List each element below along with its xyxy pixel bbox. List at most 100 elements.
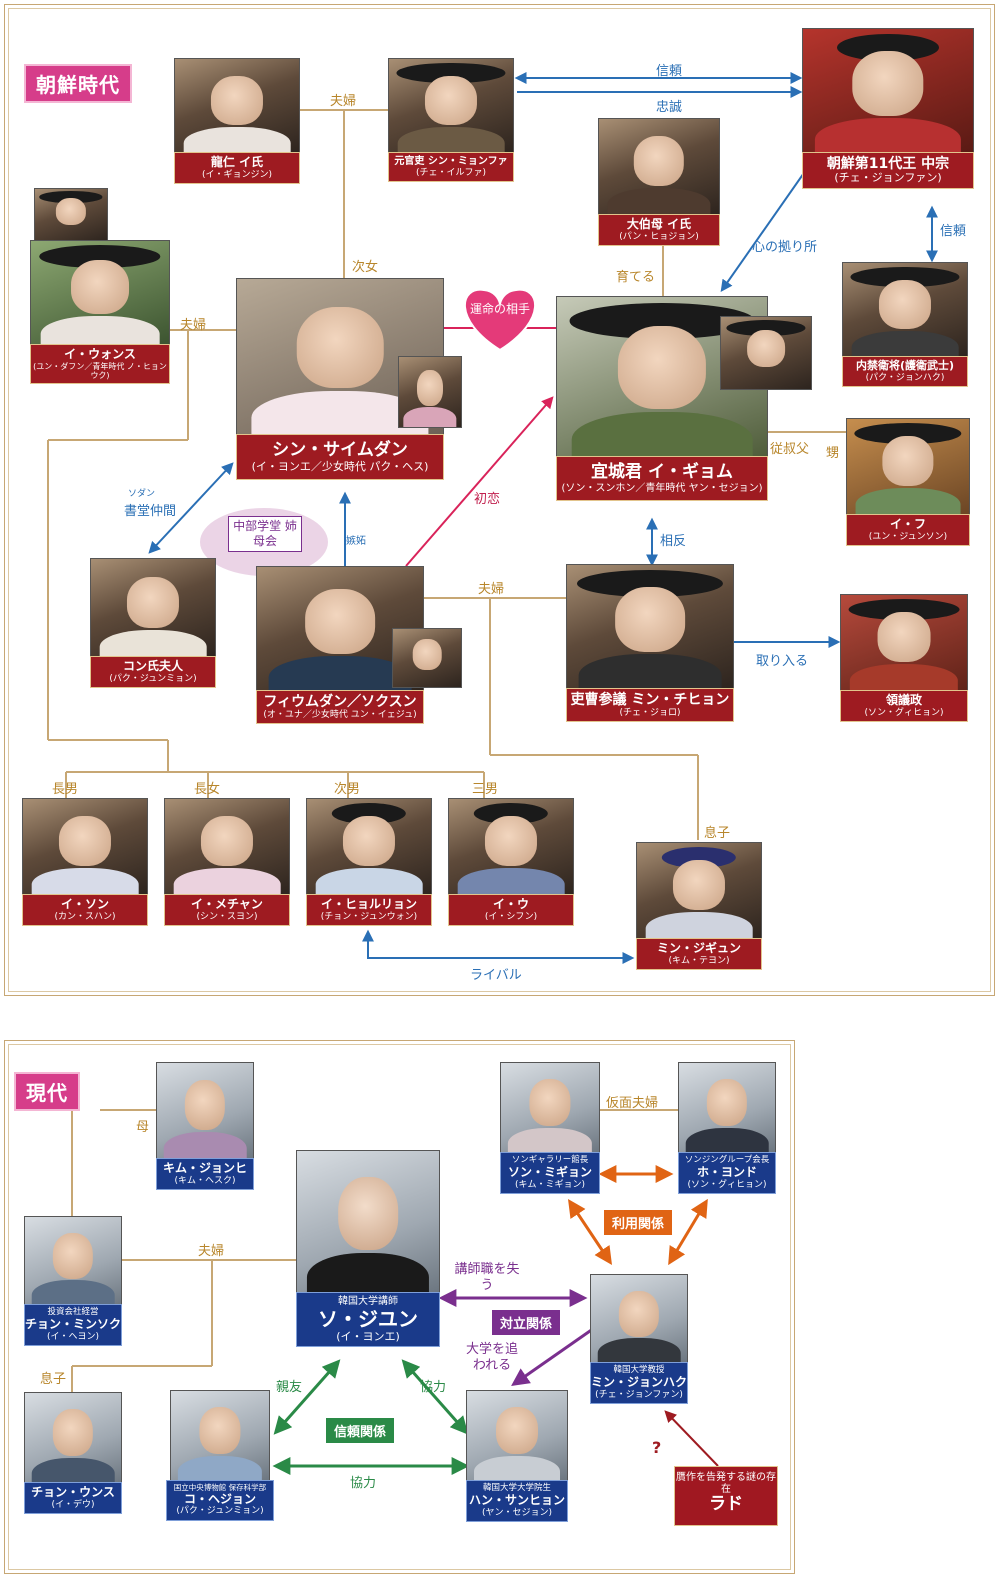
actor-min: (チェ・ジョロ) xyxy=(619,708,681,719)
rel-daigaku: 大学を追われる xyxy=(465,1342,518,1373)
photo-hoyd xyxy=(678,1062,776,1154)
photo-ihyeol xyxy=(306,798,432,896)
rel-chusei: 忠誠 xyxy=(656,100,683,115)
photo-iu xyxy=(448,798,574,896)
rel-shitto: 嫉妬 xyxy=(346,536,366,547)
rel-shinrai2: 信頼 xyxy=(940,224,967,239)
pre-sojiyun: 韓国大学講師 xyxy=(338,1296,398,1307)
rel-haha: 母 xyxy=(136,1120,150,1135)
name-woonsu: イ・ウォンス xyxy=(64,347,136,361)
rel-shinrai: 信頼 xyxy=(656,64,683,79)
label-kimjh: キム・ジョンヒ (キム・ヘスク) xyxy=(156,1158,254,1191)
label-imechan: イ・メチャン (シン・スヨン) xyxy=(164,894,290,927)
actor-iu: (イ・シフン) xyxy=(484,911,538,922)
label-guard: 内禁衛将(護衛武士) (パク・ジョンハク) xyxy=(842,356,968,387)
rel-musuko: 息子 xyxy=(704,826,731,841)
actor-kimjh: (キム・ヘスク) xyxy=(174,1175,236,1186)
label-woonsu: イ・ウォンス (ユン・ダフン／青年時代 ノ・ヒョンウク) xyxy=(30,344,170,385)
label-min: 吏曹参議 ミン・チヒョン (チェ・ジョロ) xyxy=(566,688,734,723)
actor-hwieum: (オ・ユナ／少女時代 ユン・イェジュ) xyxy=(263,710,417,721)
name-gyeom: 宜城君 イ・ギョム xyxy=(591,462,733,482)
label-iu: イ・ウ (イ・シフン) xyxy=(448,894,574,927)
photo-daebaek xyxy=(598,118,720,216)
photo-shin xyxy=(388,58,514,154)
label-yongin: 龍仁 イ氏 (イ・ギョンジン) xyxy=(174,152,300,185)
actor-gyeom: (ソン・スンホン／青年時代 ヤン・セジョン) xyxy=(561,482,763,494)
rel-chojo: 長女 xyxy=(194,782,221,797)
name-hwieum: フィウムダン／ソクスン xyxy=(263,694,417,710)
rel-jukushufu: 従叔父 xyxy=(770,442,810,457)
modern-badge: 現代 xyxy=(14,1072,80,1111)
name-jeongms: チョン・ミンソク xyxy=(25,1316,122,1331)
label-gyeom: 宜城君 イ・ギョム (ソン・スンホン／青年時代 ヤン・セジョン) xyxy=(556,456,768,502)
photo-gong xyxy=(90,558,216,658)
name-gong: コン氏夫人 xyxy=(122,659,183,673)
rel-jinan: 次男 xyxy=(334,782,361,797)
label-rado: 贋作を告発する謎の存在 ラド xyxy=(674,1466,778,1526)
pre-songmg: ソンギャラリー館長 xyxy=(511,1155,589,1165)
label-minjh: 韓国大学教授 ミン・ジョンハク (チェ・ジョンファン) xyxy=(590,1362,688,1404)
photo-sojiyun xyxy=(296,1150,440,1294)
photo-guard xyxy=(842,262,968,358)
actor-gong: (パク・ジュンミョン) xyxy=(109,673,197,684)
actor-ryeong: (ソン・グィヒョン) xyxy=(864,707,944,718)
actor-ihu: (ユン・ジュンソン) xyxy=(868,531,948,542)
label-jeongus: チョン・ウンス (イ・デウ) xyxy=(24,1482,122,1515)
actor-hoyd: (ソン・グィヒョン) xyxy=(687,1179,767,1190)
name-minjh: ミン・ジョンハク xyxy=(591,1374,688,1389)
rel-kamen: 仮面夫婦 xyxy=(606,1096,659,1111)
name-shin-line: 元官吏 シン・ミョンファ xyxy=(389,153,513,168)
actor-ihyeol: (チョン・ジュンウォン) xyxy=(320,911,418,922)
label-king: 朝鮮第11代王 中宗 (チェ・ジョンファン) xyxy=(802,152,974,189)
joseon-panel xyxy=(4,4,995,996)
modern-panel xyxy=(4,1040,795,1574)
rel-hatena: ? xyxy=(652,1438,662,1457)
name-songmg: ソン・ミギョン xyxy=(507,1164,592,1179)
rel-kokoro: 心の拠り所 xyxy=(752,240,818,255)
rel-rival: ライバル xyxy=(470,968,522,983)
name-min: 吏曹参議 ミン・チヒョン xyxy=(570,692,730,708)
label-ihu: イ・フ (ユン・ジュンソン) xyxy=(846,514,970,547)
actor-ison: (カン・スハン) xyxy=(54,911,116,922)
name-saimdang: シン・サイムダン xyxy=(272,440,408,460)
rel-toriiru: 取り入る xyxy=(756,654,809,669)
actor-songmg: (キム・ミギョン) xyxy=(514,1179,586,1190)
actor-jeongus: (イ・デウ) xyxy=(51,1499,95,1510)
photo-woonsu xyxy=(30,240,170,346)
rel-fufu2: 夫婦 xyxy=(180,318,207,333)
rel-fufu3: 夫婦 xyxy=(478,582,505,597)
actor-guard: (パク・ジョンハク) xyxy=(865,372,945,383)
rel-kyoryoku1: 協力 xyxy=(420,1380,447,1395)
name-sojiyun: ソ・ジユン xyxy=(318,1306,418,1331)
name-ihyeol: イ・ヒョルリョン xyxy=(320,897,417,911)
label-mingyun: ミン・ジギュン (キム・テヨン) xyxy=(636,938,762,971)
rel-sannan: 三男 xyxy=(472,782,499,797)
actor-imechan: (シン・スヨン) xyxy=(196,911,258,922)
pre-hoyd: ソンジングループ会長 xyxy=(684,1155,770,1165)
name-hansh: ハン・サンヒョン xyxy=(468,1492,565,1507)
photo-ison xyxy=(22,798,148,896)
box-riyou: 利用関係 xyxy=(604,1210,673,1235)
rel-chonan: 長男 xyxy=(52,782,79,797)
actor-saimdang: (イ・ヨンエ／少女時代 パク・ヘス) xyxy=(251,459,429,473)
name-daebaek: 大伯母 イ氏 xyxy=(626,217,692,231)
name-mingyun: ミン・ジギュン xyxy=(656,941,741,955)
actor-minjh: (チェ・ジョンファン) xyxy=(595,1389,683,1400)
actor-woonsu: (ユン・ダフン／青年時代 ノ・ヒョンウク) xyxy=(33,361,167,380)
photo-ihu xyxy=(846,418,970,516)
rel-koushi: 講師職を失う xyxy=(454,1262,520,1293)
photo-woonsu-young xyxy=(34,188,108,242)
photo-gyeom-young xyxy=(720,316,812,390)
photo-hwieum-young xyxy=(392,628,462,688)
pre-hansh: 韓国大学大学院生 xyxy=(482,1483,551,1493)
rel-chubu: 中部学堂 姉母会 xyxy=(228,516,302,552)
name-ison: イ・ソン xyxy=(60,897,109,911)
actor-king: (チェ・ジョンファン) xyxy=(834,171,942,185)
name-king: 朝鮮第11代王 中宗 xyxy=(826,156,950,172)
rel-musuko-modern: 息子 xyxy=(40,1372,67,1387)
photo-jeongus xyxy=(24,1392,122,1484)
name-ryeong: 領議政 xyxy=(885,693,922,707)
name-iu: イ・ウ xyxy=(492,897,529,911)
actor-daebaek: (パン・ヒョジョン) xyxy=(619,231,699,242)
name-jeongus: チョン・ウンス xyxy=(31,1485,115,1499)
